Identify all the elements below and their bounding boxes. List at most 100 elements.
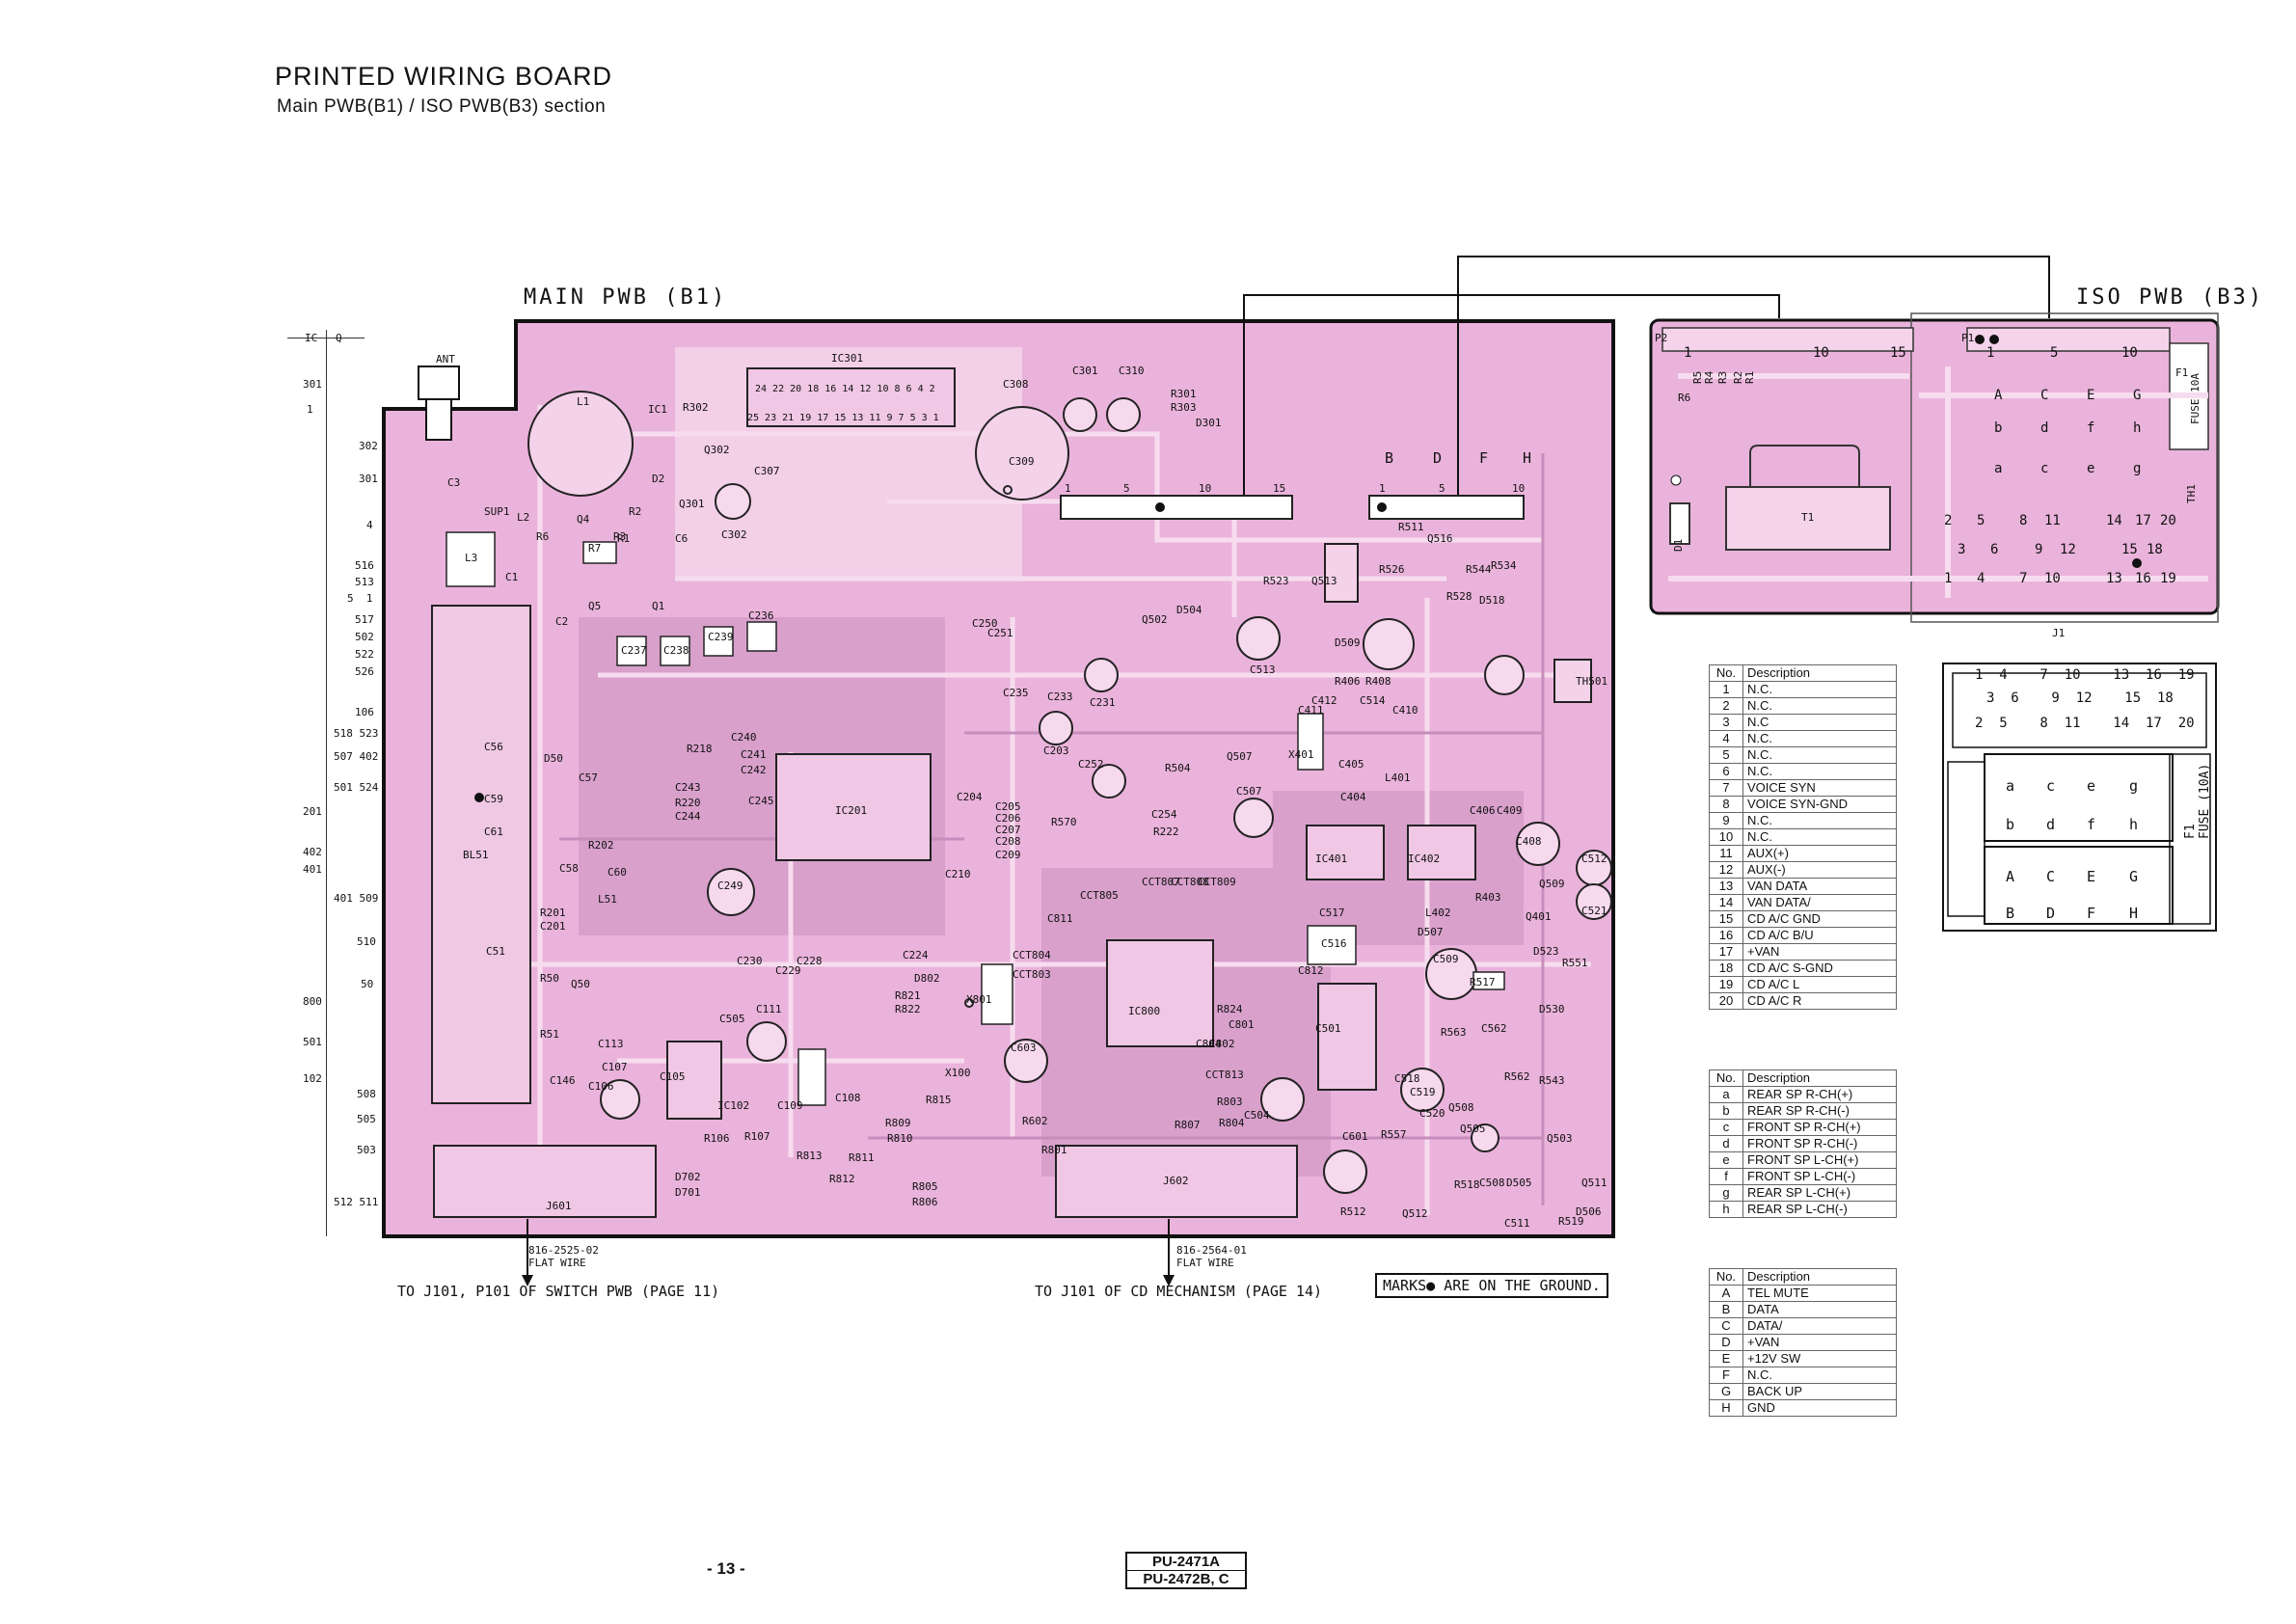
component-label: C308 (1003, 378, 1029, 391)
iso-component-label: T1 (1801, 511, 1815, 524)
table-header-no: No. (1709, 1268, 1743, 1286)
component-label: C404 (1340, 791, 1366, 803)
connector-pin-lower: d (2046, 816, 2056, 833)
component-label: L3 (465, 552, 478, 564)
component-label: D301 (1196, 417, 1222, 429)
component-label: C309 (1009, 455, 1035, 468)
table-cell-no: 12 (1709, 861, 1743, 879)
table-row: E+12V SW (1709, 1350, 1897, 1367)
ic301-label: IC301 (831, 352, 864, 365)
component-label: TH501 (1576, 675, 1608, 688)
table-cell-no: E (1709, 1350, 1743, 1367)
table-cell-no: 13 (1709, 878, 1743, 895)
component-label: J602 (1163, 1175, 1189, 1187)
p2-pin-label: 1 (1684, 345, 1692, 361)
component-label: C146 (550, 1074, 576, 1087)
component-label: C210 (945, 868, 971, 880)
component-label: R7 (588, 542, 602, 555)
component-label: C251 (987, 627, 1013, 639)
connector-pin-lower: b (2006, 816, 2015, 833)
component-label: R3 (613, 530, 627, 543)
iso-letter: A (1994, 388, 2003, 403)
iso-component-label: P2 (1655, 332, 1668, 344)
table-cell-description: CD A/C L (1742, 976, 1897, 993)
component-label: C201 (540, 920, 566, 933)
j1-pin-label: 14 (2106, 513, 2122, 528)
component-label: C224 (903, 949, 929, 961)
component-label: R218 (687, 743, 713, 755)
j1-pin-label: 18 (2147, 542, 2163, 557)
component-label: C203 (1043, 744, 1069, 757)
cn-label-f: F (1479, 449, 1489, 467)
table-cell-no: d (1709, 1135, 1743, 1152)
component-label: C207 (995, 824, 1021, 836)
index-row-label: 4 (366, 519, 373, 531)
component-label: Q4 (577, 513, 590, 526)
page-subtitle: Main PWB(B1) / ISO PWB(B3) section (277, 96, 607, 117)
component-label: C206 (995, 812, 1021, 825)
component-label: C205 (995, 800, 1021, 813)
component-label: C208 (995, 835, 1021, 848)
connector-pin-lower: h (2129, 816, 2139, 833)
table-cell-description: REAR SP R-CH(-) (1742, 1102, 1897, 1120)
index-row-label: 800 (303, 995, 322, 1008)
model-number-2: PU-2472B, C (1143, 1571, 1229, 1587)
component-label: R570 (1051, 816, 1077, 828)
component-label: R807 (1175, 1119, 1201, 1131)
component-label: R534 (1491, 559, 1517, 572)
table-cell-description: VAN DATA/ (1742, 894, 1897, 911)
page-number: - 13 - (707, 1559, 745, 1578)
component-label: Q516 (1427, 532, 1453, 545)
component-label: R512 (1340, 1205, 1366, 1218)
ic301-pins-bottom: 25 23 21 19 17 15 13 11 9 7 5 3 1 (747, 413, 939, 423)
j1-pin-label: 11 (2044, 513, 2061, 528)
component-label: CCT807 (1142, 876, 1180, 888)
component-label: R504 (1165, 762, 1191, 774)
component-label: R815 (926, 1094, 952, 1106)
component-label: CCT809 (1198, 876, 1236, 888)
j1-pin-label: 5 (1977, 513, 1985, 528)
table-header-description: Description (1742, 1268, 1897, 1286)
component-label: C517 (1319, 907, 1345, 919)
component-label: C113 (598, 1038, 624, 1050)
component-label: C508 (1479, 1177, 1505, 1189)
component-label: C244 (675, 810, 701, 823)
table-cell-description: N.C. (1742, 812, 1897, 829)
table-cell-no: 2 (1709, 697, 1743, 715)
component-label: Q50 (571, 978, 590, 990)
index-row-label: 508 (357, 1088, 376, 1100)
component-label: R824 (1217, 1003, 1243, 1015)
component-label: R809 (885, 1117, 911, 1129)
component-label: R1 (617, 532, 631, 545)
component-label: R806 (912, 1196, 938, 1208)
component-label: R544 (1466, 563, 1492, 576)
component-label: R406 (1335, 675, 1361, 688)
iso-component-label: P1 (1961, 332, 1975, 344)
component-label: C239 (708, 631, 734, 643)
component-label: C51 (486, 945, 505, 958)
table-row: D+VAN (1709, 1334, 1897, 1351)
component-label: C108 (835, 1092, 861, 1104)
component-label: C235 (1003, 687, 1029, 699)
table-cell-no: C (1709, 1317, 1743, 1335)
index-row-label: 518 523 (334, 727, 379, 740)
connector-pin-upper: F (2087, 905, 2096, 922)
component-label: C107 (602, 1061, 628, 1073)
component-label: C245 (748, 795, 774, 807)
component-label: L2 (517, 511, 530, 524)
component-label: BL51 (463, 849, 489, 861)
connector-pin-upper: G (2129, 868, 2139, 885)
component-label: C509 (1433, 953, 1459, 965)
component-label: Q505 (1460, 1123, 1486, 1135)
